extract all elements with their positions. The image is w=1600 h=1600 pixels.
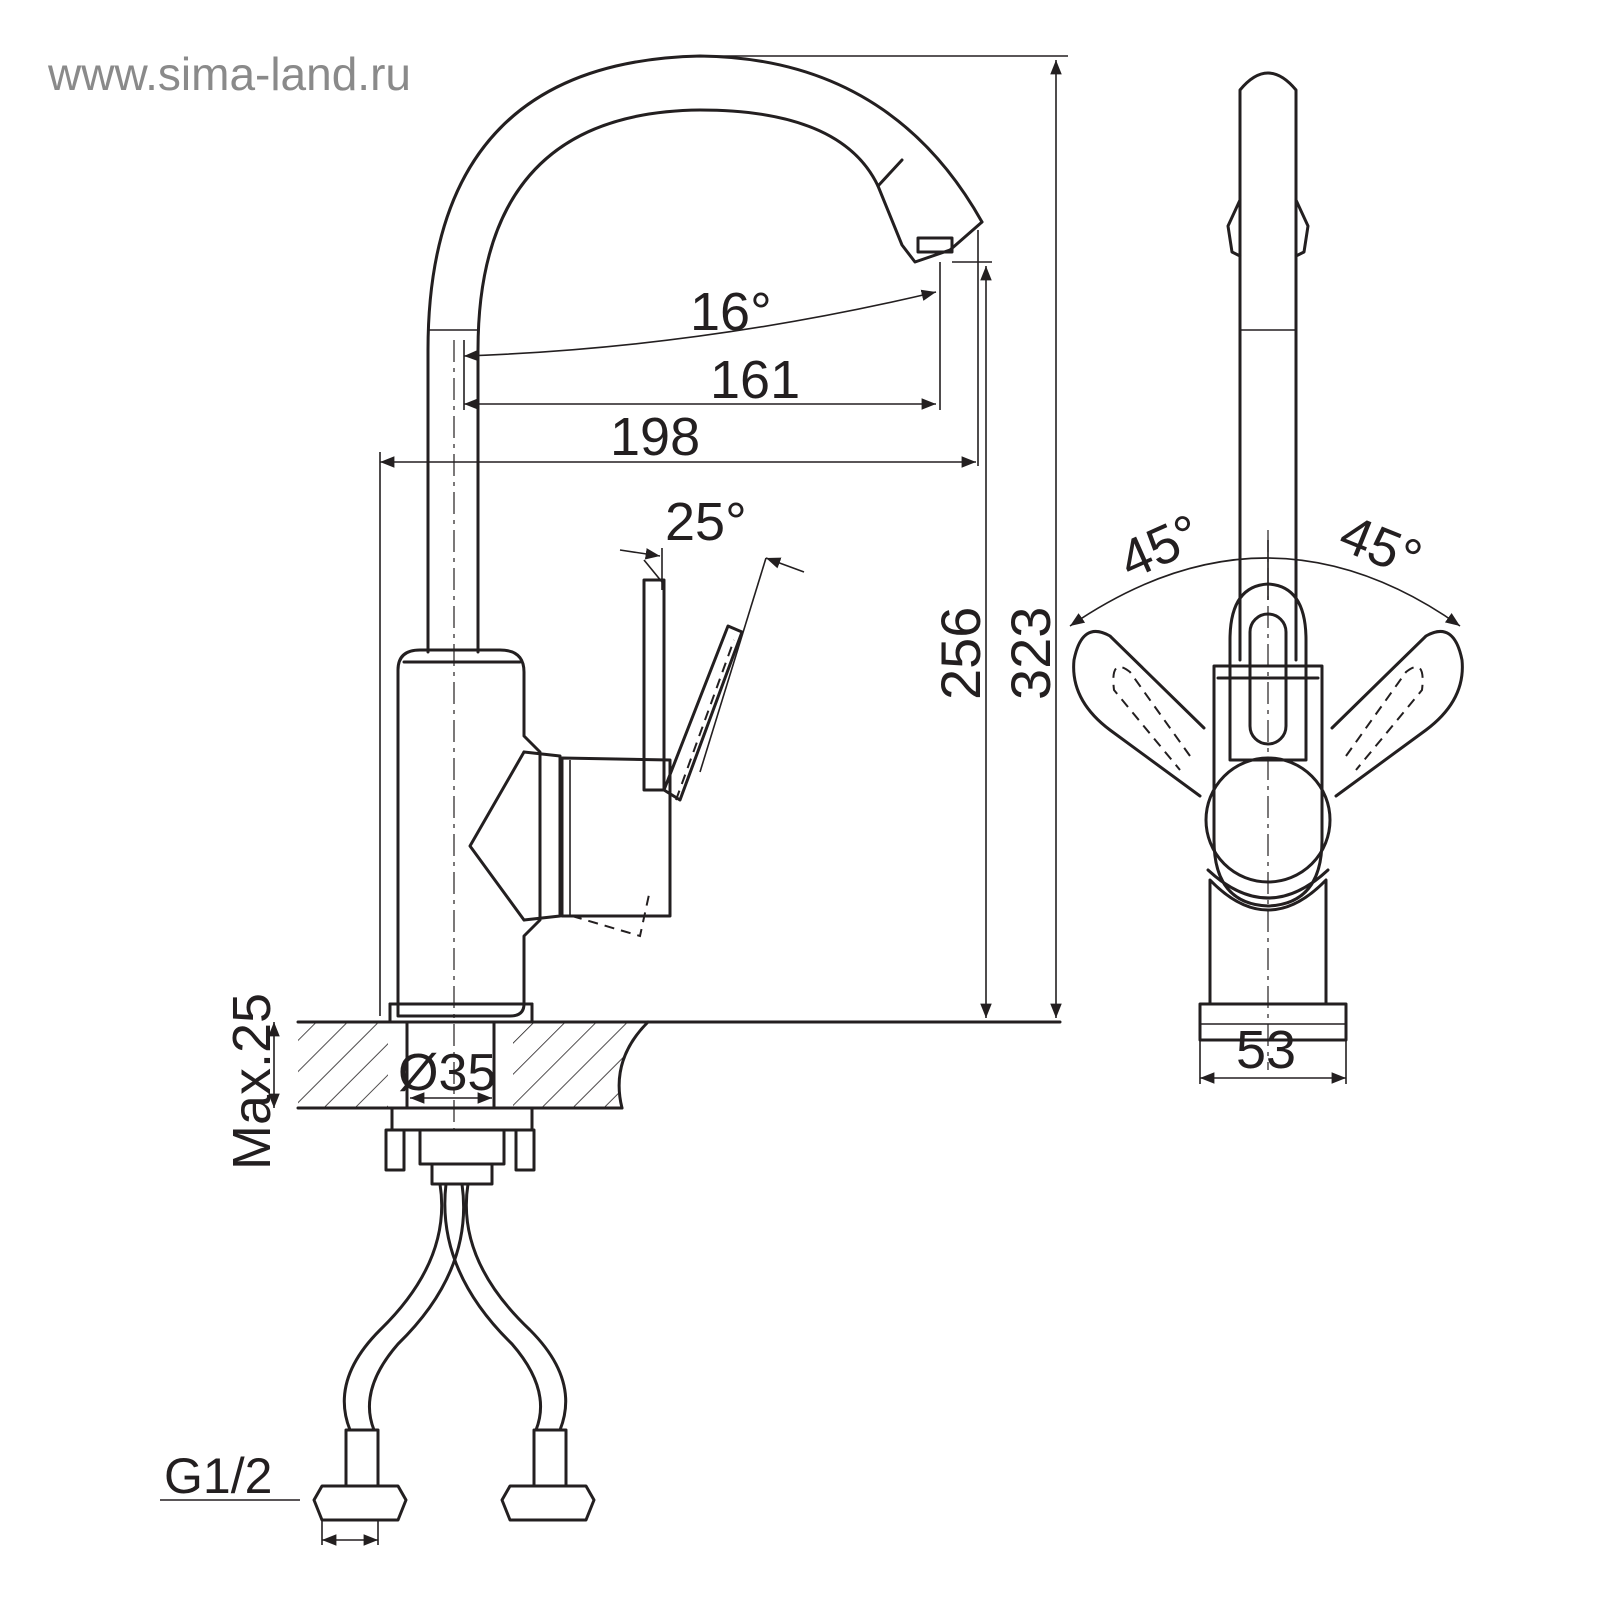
front-view: 45° 45° 53 [1069, 71, 1464, 1084]
watermark: www.sima-land.ru [47, 48, 411, 100]
lever-left-position [1072, 630, 1206, 798]
dimension-lines [160, 55, 1068, 1546]
dim-base-width: 53 [1236, 1020, 1296, 1080]
dim-reach-outer: 198 [610, 407, 700, 467]
dim-thread: G1/2 [164, 1448, 272, 1504]
supply-hoses [312, 1182, 596, 1522]
dim-rotation-right: 45° [1332, 503, 1430, 589]
spout [426, 54, 984, 1130]
dim-reach-inner: 161 [710, 350, 800, 410]
lever [642, 559, 744, 802]
side-view: 16° 161 198 25° 256 323 Max.25 Ø35 G1/2 [160, 54, 1068, 1546]
faucet-body [388, 648, 672, 1024]
dim-mount-diameter: Ø35 [398, 1044, 496, 1102]
dim-max-thickness: Max.25 [222, 993, 282, 1170]
lever-right-position [1330, 630, 1464, 798]
countertop-section [296, 1020, 1062, 1110]
dim-spout-height: 256 [929, 607, 992, 700]
dim-total-height: 323 [999, 607, 1062, 700]
dim-lever-angle: 25° [665, 492, 747, 552]
dim-rotation-left: 45° [1110, 503, 1209, 591]
dim-spout-angle: 16° [690, 282, 772, 342]
mounting-hardware [384, 1106, 536, 1186]
